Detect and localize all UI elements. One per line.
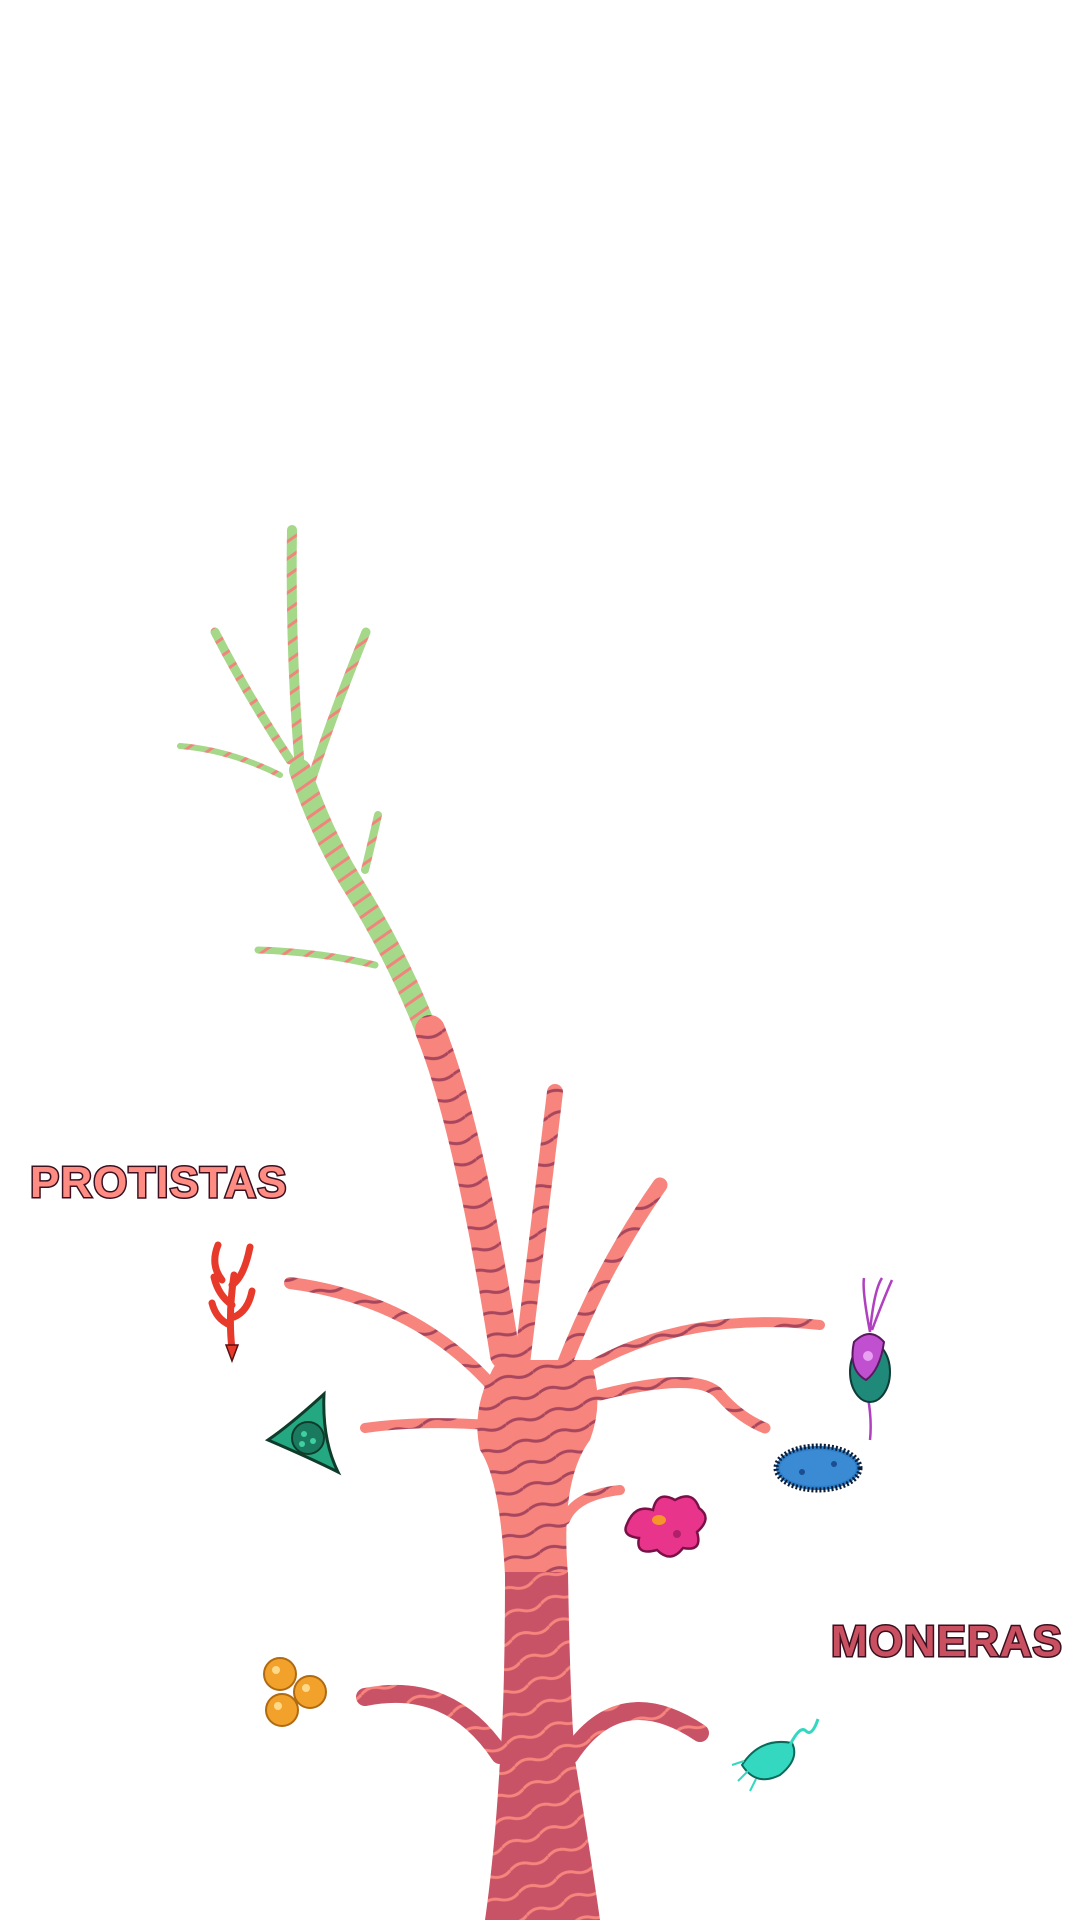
dinoflagellate-icon <box>264 1390 342 1476</box>
flagellate-icon <box>849 1277 894 1441</box>
moneras-label: MONERAS <box>830 1616 1064 1668</box>
upper-trunk <box>477 1360 598 1575</box>
plant-branches <box>177 525 441 1051</box>
monera-branches <box>356 1684 709 1764</box>
protist-branches <box>284 1015 825 1525</box>
lower-trunk <box>485 1572 600 1920</box>
paramecium-icon <box>773 1443 863 1493</box>
protistas-label: PROTISTAS <box>29 1157 289 1209</box>
amoeba-icon <box>624 1495 707 1558</box>
coccus-bacteria-icon <box>263 1657 327 1727</box>
red-algae-icon <box>208 1241 256 1364</box>
spirillum-bacteria-icon <box>731 1718 820 1792</box>
